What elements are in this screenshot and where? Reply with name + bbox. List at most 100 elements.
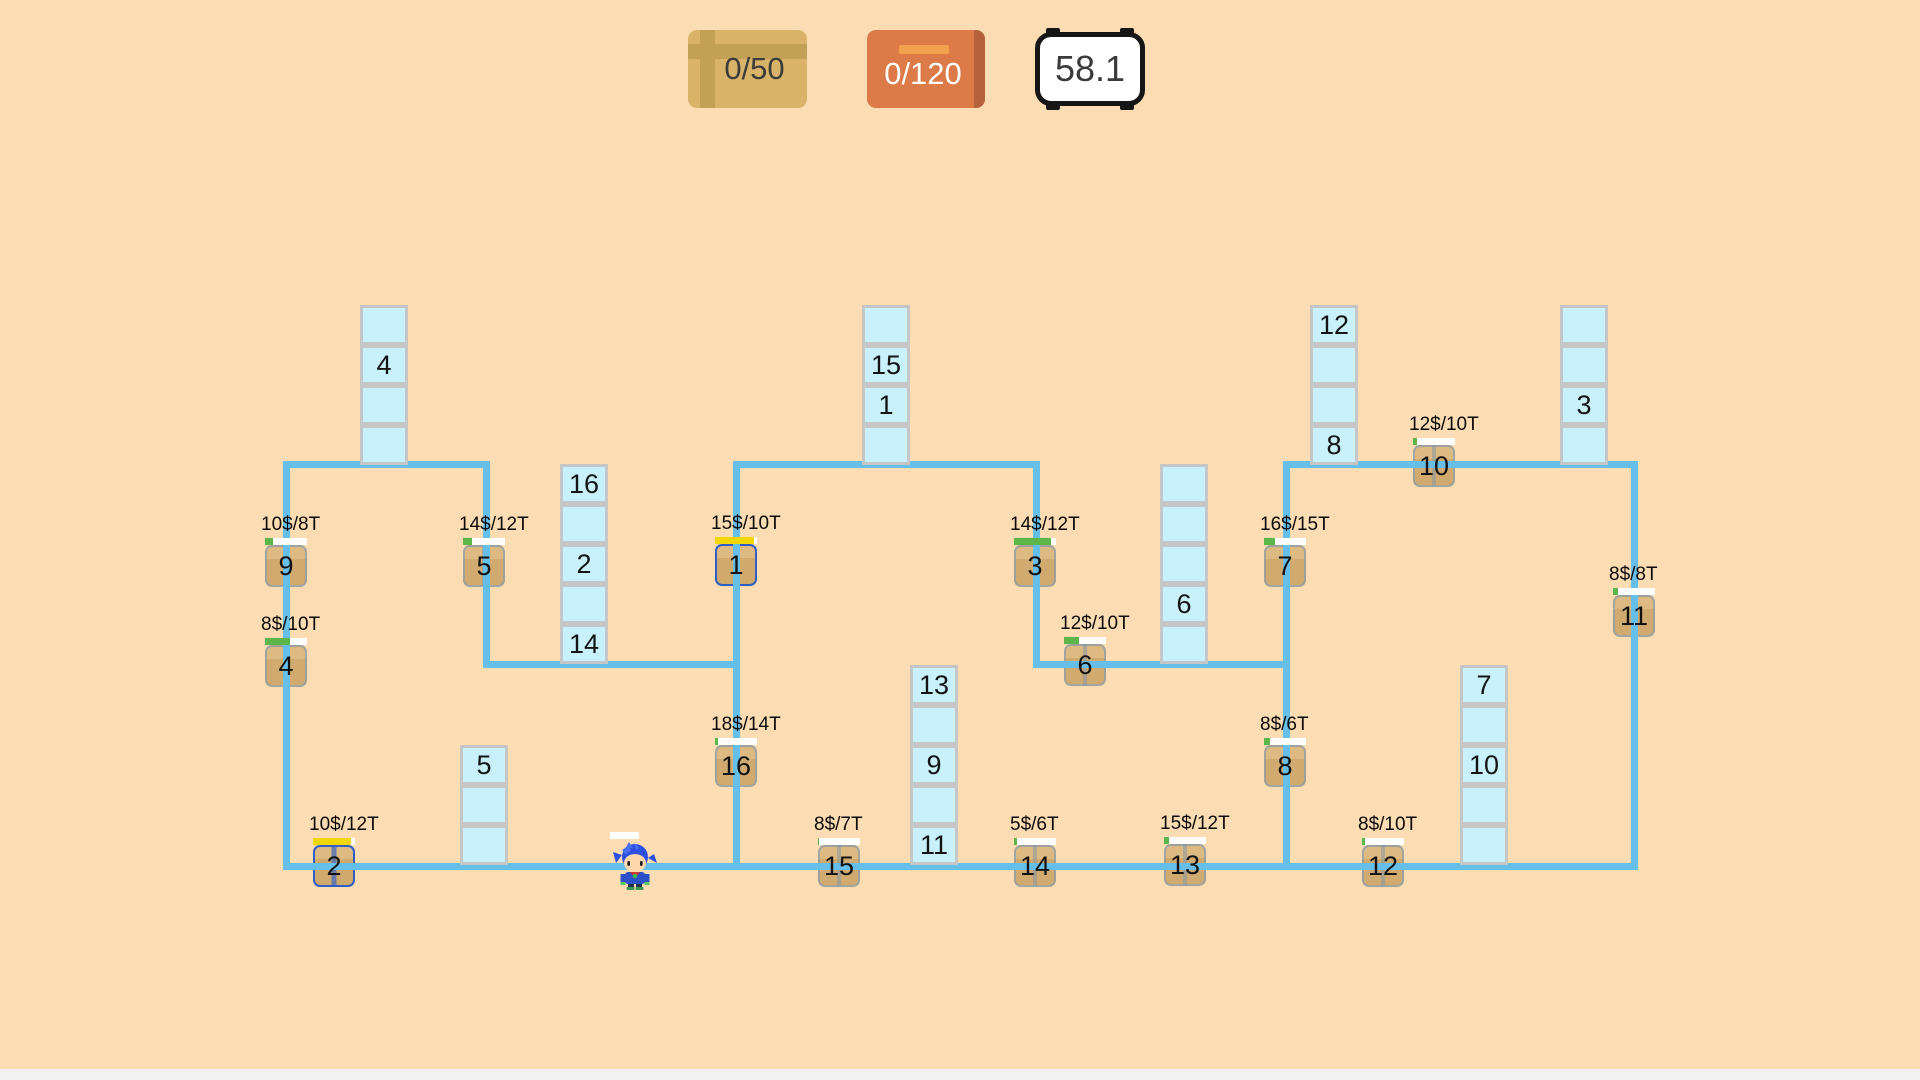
crate-price-label: 12$/10T [1409,414,1479,435]
shelf-slot[interactable]: 4 [360,345,408,385]
shelf-slot[interactable]: 8 [1310,425,1358,465]
shelf-slot-number: 9 [926,749,942,780]
timer-foot-icon [1046,104,1060,110]
box-tape-icon [688,44,807,59]
shelf-7-10: 7 10 [1460,665,1508,865]
shelf-slot[interactable]: 12 [1310,305,1358,345]
shelf-slot[interactable]: 3 [1560,385,1608,425]
crate-number-text: 14 [1019,850,1051,881]
timer-button-icon [1120,28,1134,34]
shelf-slot[interactable] [560,504,608,544]
shelf-slot-number: 5 [476,749,492,780]
crate-number-text: 15 [823,850,855,881]
shelf-slot-number: 11 [919,829,949,860]
shelf-slot[interactable] [360,425,408,465]
shelf-slot[interactable]: 15 [862,345,910,385]
crate-number: 15 [818,845,860,887]
crate-number: 6 [1064,644,1106,686]
crate-overlay: 14$/12T 3 [1010,514,1080,587]
crate-number-text: 1 [728,549,744,580]
shelf-slot[interactable] [1310,345,1358,385]
shelf-slot[interactable] [1160,624,1208,664]
crate-number: 10 [1413,445,1455,487]
crate-number-text: 3 [1027,550,1043,581]
shelf-slot[interactable] [460,825,508,865]
crate-price-label: 14$/12T [459,514,529,535]
crate-price-label: 12$/10T [1060,613,1130,634]
shelf-slot[interactable] [862,305,910,345]
crate-progress-bar [818,838,860,845]
crate-number: 1 [715,544,757,586]
crate-number: 2 [313,845,355,887]
box-tape-icon [700,30,715,108]
shelf-slot[interactable] [1310,385,1358,425]
crate-price-label: 5$/6T [1010,814,1059,835]
crate-progress-fill [715,738,719,745]
crate-number: 3 [1014,545,1056,587]
crate-progress-bar [1413,438,1455,445]
shelf-slot[interactable] [360,385,408,425]
crate-progress-fill [1064,637,1079,644]
shelf-slot[interactable] [1460,705,1508,745]
shelf-slot[interactable]: 13 [910,665,958,705]
shelf-slot[interactable]: 5 [460,745,508,785]
shelf-slot-number: 10 [1468,749,1500,780]
shelf-slot[interactable]: 11 [910,825,958,865]
shelf-slot[interactable] [910,705,958,745]
shelf-slot[interactable] [1460,825,1508,865]
crate-number-text: 12 [1367,850,1399,881]
crate-number: 9 [265,545,307,587]
crate-progress-bar [1264,738,1306,745]
shelf-slot[interactable] [910,785,958,825]
shelf-slot[interactable] [1560,345,1608,385]
shelf-slot[interactable] [1160,464,1208,504]
shelf-slot[interactable]: 6 [1160,584,1208,624]
cardboard-counter-value: 0/50 [724,51,785,86]
shelf-slot[interactable]: 10 [1460,745,1508,785]
shelf-slot[interactable]: 7 [1460,665,1508,705]
crate-number-text: 7 [1277,550,1293,581]
shelf-slot[interactable] [862,425,910,465]
crate-price-label: 10$/12T [309,814,379,835]
shelf-slot[interactable] [360,305,408,345]
shelf-slot[interactable] [1560,425,1608,465]
shelf-slot-number: 6 [1176,588,1192,619]
shelf-slot[interactable] [560,584,608,624]
shelf-slot[interactable] [1160,504,1208,544]
shelf-slot[interactable] [1560,305,1608,345]
timer-foot-icon [1120,104,1134,110]
shelf-slot[interactable]: 9 [910,745,958,785]
crate-progress-bar [1613,588,1655,595]
conveyor-path [1033,661,1290,668]
shelf-6: 6 [1160,464,1208,664]
shelf-slot[interactable]: 14 [560,624,608,664]
shelf-slot[interactable]: 16 [560,464,608,504]
shelf-slot[interactable]: 2 [560,544,608,584]
shelf-slot-number: 13 [918,669,950,700]
shelf-4: 4 [360,305,408,465]
crate-price-label: 8$/6T [1260,714,1309,735]
crate-progress-bar [1164,837,1206,844]
shelf-slot[interactable] [1460,785,1508,825]
shelf-slot[interactable] [460,785,508,825]
conveyor-path [483,661,740,668]
player-character [612,842,658,895]
conveyor-path [1283,461,1638,468]
shelf-5: 5 [460,745,508,865]
crate-number-text: 4 [278,650,294,681]
crate-number-text: 10 [1418,450,1450,481]
shelf-slot[interactable]: 1 [862,385,910,425]
crate-progress-fill [818,838,820,845]
crate-number: 16 [715,745,757,787]
crate-box[interactable] [715,745,757,787]
shelf-slot[interactable] [1160,544,1208,584]
crate-progress-fill [1014,838,1018,845]
crate-price-label: 14$/12T [1010,514,1080,535]
crate-overlay: 5$/6T 14 [1010,814,1059,887]
timer-display: 58.1 [1035,28,1145,110]
